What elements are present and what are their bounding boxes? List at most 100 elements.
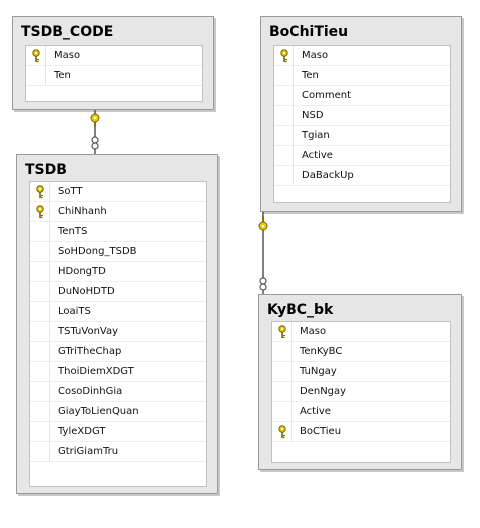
key-icon (278, 425, 286, 439)
key-icon (280, 49, 288, 63)
column-row-tgian[interactable]: Tgian (274, 126, 450, 146)
column-name: LoaiTS (58, 306, 91, 317)
column-row-ten[interactable]: Ten (274, 66, 450, 86)
column-name: SoTT (58, 186, 83, 197)
column-name: SoHDong_TSDB (58, 246, 137, 257)
column-name: Ten (54, 70, 71, 81)
key-icon (36, 205, 44, 219)
relationship-bochitieu-kybc-bk[interactable] (258, 212, 268, 294)
column-name: Maso (54, 50, 81, 61)
column-name: HDongTD (58, 266, 106, 277)
row-gutter (30, 422, 50, 441)
column-row-comment[interactable]: Comment (274, 86, 450, 106)
row-gutter (274, 146, 294, 165)
row-gutter (30, 222, 50, 241)
column-row-active[interactable]: Active (274, 146, 450, 166)
column-row-tylexdgt[interactable]: TyleXDGT (30, 422, 206, 442)
row-gutter (30, 242, 50, 261)
column-name: CosoDinhGia (58, 386, 123, 397)
column-row-loaits[interactable]: LoaiTS (30, 302, 206, 322)
row-gutter (272, 422, 292, 441)
column-name: Tgian (302, 130, 330, 141)
column-name: TyleXDGT (58, 426, 106, 437)
column-row-gtrithechap[interactable]: GTriTheChap (30, 342, 206, 362)
row-gutter (272, 362, 292, 381)
table-title: TSDB_CODE (21, 24, 114, 40)
column-row-thoidiemxdgt[interactable]: ThoiDiemXDGT (30, 362, 206, 382)
row-gutter (30, 322, 50, 341)
row-gutter (272, 322, 292, 341)
column-row-ten[interactable]: Ten (26, 66, 202, 86)
column-name: Maso (300, 326, 327, 337)
row-gutter (274, 66, 294, 85)
column-list: Maso Ten Comment NSD Tgian Active DaBack… (273, 45, 451, 203)
column-row-hdongtd[interactable]: HDongTD (30, 262, 206, 282)
column-name: Active (302, 150, 333, 161)
column-name: TenTS (58, 226, 88, 237)
infinity-icon (91, 136, 99, 150)
column-row-nsd[interactable]: NSD (274, 106, 450, 126)
column-row-tstuvonvay[interactable]: TSTuVonVay (30, 322, 206, 342)
column-row-maso[interactable]: Maso (272, 322, 450, 342)
row-gutter (30, 382, 50, 401)
row-gutter (30, 342, 50, 361)
column-name: NSD (302, 110, 324, 121)
column-name: DenNgay (300, 386, 347, 397)
column-row-tenkybc[interactable]: TenKyBC (272, 342, 450, 362)
column-row-sott[interactable]: SoTT (30, 182, 206, 202)
column-row-gtrigiamtru[interactable]: GtriGiamTru (30, 442, 206, 462)
row-gutter (272, 342, 292, 361)
row-gutter (272, 402, 292, 421)
column-name: BoCTieu (300, 426, 342, 437)
column-row-boctieu[interactable]: BoCTieu (272, 422, 450, 442)
column-name: TuNgay (300, 366, 337, 377)
column-name: Active (300, 406, 331, 417)
column-name: ThoiDiemXDGT (58, 366, 134, 377)
column-row-chinhanh[interactable]: ChiNhanh (30, 202, 206, 222)
row-gutter (30, 402, 50, 421)
infinity-icon (259, 277, 267, 291)
column-list: Maso Ten (25, 45, 203, 102)
table-kybc-bk[interactable]: KyBC_bk Maso TenKyBC TuNgay DenNgay Acti… (258, 294, 462, 470)
column-name: Maso (302, 50, 329, 61)
table-tsdb[interactable]: TSDB SoTT ChiNhanh TenTS SoHDong_TSDB HD… (16, 154, 218, 494)
row-gutter (274, 46, 294, 65)
column-name: TenKyBC (300, 346, 343, 357)
row-gutter (30, 202, 50, 221)
table-bochitieu[interactable]: BoChiTieu Maso Ten Comment NSD Tgian Act… (260, 16, 462, 212)
key-icon (90, 113, 100, 127)
column-name: DaBackUp (302, 170, 354, 181)
column-row-dabackup[interactable]: DaBackUp (274, 166, 450, 186)
relationship-tsdb-code-tsdb[interactable] (90, 110, 100, 154)
column-row-denngay[interactable]: DenNgay (272, 382, 450, 402)
column-name: Comment (302, 90, 351, 101)
row-gutter (272, 382, 292, 401)
row-gutter (30, 262, 50, 281)
column-name: ChiNhanh (58, 206, 107, 217)
row-gutter (274, 126, 294, 145)
table-title: KyBC_bk (267, 302, 334, 318)
row-gutter (274, 166, 294, 185)
row-gutter (274, 86, 294, 105)
column-row-maso[interactable]: Maso (26, 46, 202, 66)
column-name: GTriTheChap (58, 346, 122, 357)
column-list: SoTT ChiNhanh TenTS SoHDong_TSDB HDongTD… (29, 181, 207, 487)
column-row-tents[interactable]: TenTS (30, 222, 206, 242)
row-gutter (30, 182, 50, 201)
column-row-dunohdtd[interactable]: DuNoHDTD (30, 282, 206, 302)
row-gutter (26, 46, 46, 65)
column-row-sohdong-tsdb[interactable]: SoHDong_TSDB (30, 242, 206, 262)
column-row-giaytolienquan[interactable]: GiayToLienQuan (30, 402, 206, 422)
table-title: BoChiTieu (269, 24, 349, 40)
column-list: Maso TenKyBC TuNgay DenNgay Active BoCTi… (271, 321, 451, 463)
key-icon (258, 216, 268, 231)
column-name: Ten (302, 70, 319, 81)
column-row-active[interactable]: Active (272, 402, 450, 422)
column-row-cosodinhgia[interactable]: CosoDinhGia (30, 382, 206, 402)
row-gutter (30, 302, 50, 321)
column-row-maso[interactable]: Maso (274, 46, 450, 66)
row-gutter (30, 362, 50, 381)
table-tsdb-code[interactable]: TSDB_CODE Maso Ten (12, 16, 214, 110)
column-row-tungay[interactable]: TuNgay (272, 362, 450, 382)
